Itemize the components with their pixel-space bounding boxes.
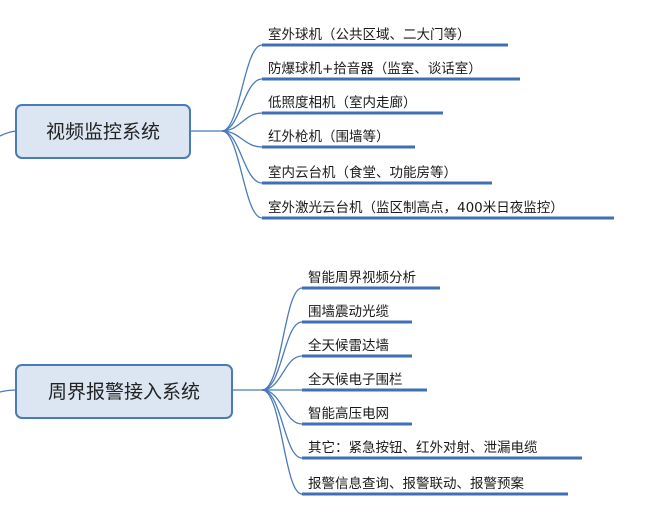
leaf-node-label: 智能高压电网 — [308, 405, 389, 422]
mindmap-branch-perimeter-alarm: 周界报警接入系统 智能周界视频分析 围墙震动光缆 全天候雷达墙 全天候电子围栏 … — [0, 270, 582, 496]
parent-connector — [0, 389, 17, 393]
branch-connector — [261, 389, 303, 425]
leaf-node[interactable]: 室内云台机（食堂、功能房等） — [262, 164, 492, 185]
leaf-node-label: 红外枪机（围墙等） — [268, 128, 390, 145]
leaf-node[interactable]: 报警信息查询、报警联动、报警预案 — [302, 475, 568, 496]
mindmap-branch-video-surveillance: 视频监控系统 室外球机（公共区域、二大门等） 防爆球机+拾音器（监室、谈话室） … — [0, 26, 614, 220]
branch-connector — [221, 112, 263, 132]
leaf-node[interactable]: 红外枪机（围墙等） — [262, 128, 415, 149]
leaf-node-label: 全天候雷达墙 — [308, 337, 389, 354]
leaf-node-label: 低照度相机（室内走廊） — [268, 94, 417, 111]
leaf-node[interactable]: 其它：紧急按钮、红外对射、泄漏电缆 — [302, 439, 582, 460]
leaf-node[interactable]: 室外球机（公共区域、二大门等） — [262, 26, 508, 47]
leaf-node-label: 防爆球机+拾音器（监室、谈话室） — [268, 60, 482, 77]
branch-connector — [232, 287, 303, 391]
leaf-node[interactable]: 室外激光云台机（监区制高点，400米日夜监控） — [262, 199, 614, 220]
branch-connector — [261, 355, 303, 391]
leaf-node-label: 报警信息查询、报警联动、报警预案 — [308, 475, 524, 492]
leaf-node[interactable]: 智能高压电网 — [302, 405, 412, 426]
branch-connector — [190, 44, 263, 132]
leaf-node[interactable]: 防爆球机+拾音器（监室、谈话室） — [262, 60, 520, 81]
root-node-video-surveillance[interactable]: 视频监控系统 — [15, 104, 191, 159]
leaf-node-label: 室外激光云台机（监区制高点，400米日夜监控） — [268, 199, 564, 216]
root-node-perimeter-alarm[interactable]: 周界报警接入系统 — [15, 364, 233, 419]
leaf-node-label: 全天候电子围栏 — [308, 371, 403, 388]
branch-connector — [221, 130, 263, 219]
branch-connector — [261, 321, 303, 391]
leaf-node[interactable]: 低照度相机（室内走廊） — [262, 94, 443, 115]
root-node-box — [15, 364, 233, 419]
root-node-box — [15, 104, 191, 159]
leaf-node[interactable]: 全天候雷达墙 — [302, 337, 412, 358]
branch-connector — [261, 389, 303, 495]
branch-connector — [221, 78, 263, 132]
leaf-node-label: 其它：紧急按钮、红外对射、泄漏电缆 — [308, 439, 538, 456]
leaf-node-label: 室内云台机（食堂、功能房等） — [268, 164, 457, 181]
leaf-node[interactable]: 全天候电子围栏 — [302, 371, 427, 392]
leaf-node[interactable]: 智能周界视频分析 — [302, 270, 440, 290]
leaf-node-label: 围墙震动光缆 — [308, 304, 389, 320]
leaf-node-label: 室外球机（公共区域、二大门等） — [268, 26, 471, 43]
leaf-node-label: 智能周界视频分析 — [308, 270, 416, 286]
root-node-title: 周界报警接入系统 — [48, 381, 200, 403]
branch-connector — [221, 130, 263, 184]
branch-connector — [261, 389, 303, 459]
leaf-node[interactable]: 围墙震动光缆 — [302, 304, 412, 324]
root-node-title: 视频监控系统 — [46, 121, 160, 143]
parent-connector — [0, 130, 17, 137]
